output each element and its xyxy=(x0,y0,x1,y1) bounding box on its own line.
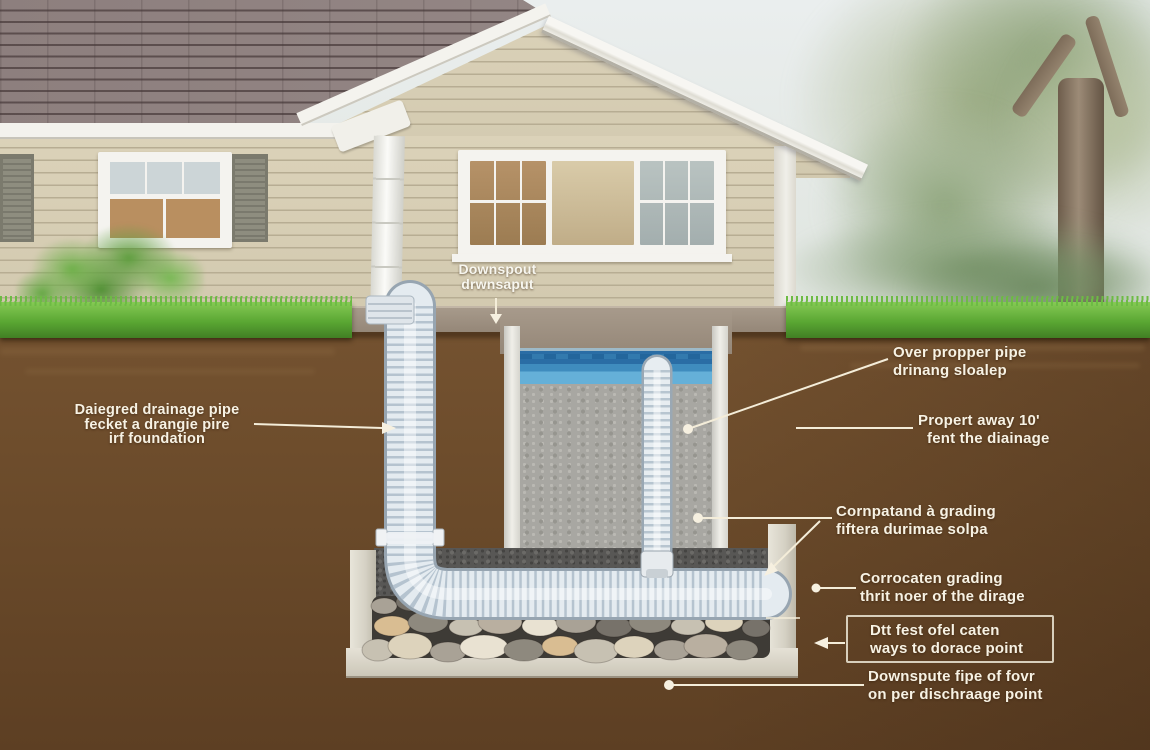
center-window-pane xyxy=(470,161,546,245)
label-foundation-pipe: Daiegred drainage pipe fecket a drangie … xyxy=(52,403,262,447)
soil-layer-line xyxy=(0,348,335,355)
foundation-wall xyxy=(500,306,732,354)
label-line: thrit noer of the dirage xyxy=(860,588,1025,605)
label-downspout: Downspout drwnsaput xyxy=(430,262,565,292)
window-muntin xyxy=(470,200,546,203)
downspout-foot xyxy=(365,295,415,325)
window-muntin xyxy=(520,161,522,245)
label-line: Dtt fest ofel caten xyxy=(870,622,1000,639)
label-catch-basin: Dtt fest ofel caten ways to dorace point xyxy=(846,615,1054,663)
soil-layer-line xyxy=(800,344,1145,351)
label-line: fent the diainage xyxy=(927,430,1050,447)
rock xyxy=(573,638,619,664)
label-line: Propert away 10' xyxy=(918,412,1040,429)
leader-lines xyxy=(253,298,913,690)
label-line: Daiegred drainage pipe xyxy=(74,402,240,418)
house-corner-trim xyxy=(774,146,796,320)
basement-wall-right xyxy=(712,326,728,556)
window-muntin xyxy=(640,200,714,203)
label-line: fiftera durimae solpa xyxy=(836,521,988,538)
window-shutter xyxy=(232,154,268,242)
center-window-pane xyxy=(552,161,634,245)
label-line: on per dischraage point xyxy=(868,686,1043,703)
label-slope-away: Propert away 10' fent the diainage xyxy=(918,412,1050,448)
soil-layer-line xyxy=(25,369,315,374)
rock xyxy=(387,632,433,660)
label-line: fecket a drangie pire xyxy=(84,416,230,433)
window-sill xyxy=(452,254,732,262)
basement-wall-left xyxy=(504,326,520,556)
label-line: Corrocaten grading xyxy=(860,570,1003,587)
rock xyxy=(741,618,771,638)
groundwater-layer xyxy=(520,348,712,386)
rock xyxy=(373,615,411,637)
center-window-pane xyxy=(640,161,714,245)
label-line: Cornpatand à grading xyxy=(836,503,996,520)
label-line: drinang sloalep xyxy=(893,362,1007,379)
rock xyxy=(613,635,655,659)
rock xyxy=(370,597,398,615)
grass-right xyxy=(786,296,1150,338)
window-muntin xyxy=(182,162,184,196)
drain-pipe xyxy=(384,280,792,620)
window-sash-bar xyxy=(110,194,220,199)
label-line: Over propper pipe xyxy=(893,344,1027,361)
label-corrugated-grading: Corrocaten grading thrit noer of the dir… xyxy=(860,570,1025,606)
label-pipe-slope: Over propper pipe drinang sloalep xyxy=(893,344,1026,380)
window-muntin xyxy=(145,162,147,196)
label-line: Downspute fipe of fovr xyxy=(868,668,1035,685)
rock xyxy=(541,635,579,657)
window-muntin xyxy=(663,161,665,245)
soil-layer-line xyxy=(850,363,1140,368)
rock xyxy=(683,633,729,659)
label-line: ways to dorace point xyxy=(870,640,1024,657)
label-line: Downspout xyxy=(458,261,537,277)
rock xyxy=(459,634,509,660)
interior-drain-pipe xyxy=(640,354,674,578)
rock xyxy=(503,638,545,662)
label-line: drwnsaput xyxy=(461,276,534,292)
window-muntin xyxy=(688,161,690,245)
grass-left xyxy=(0,296,352,338)
label-compacted-gravel: Cornpatand à grading fiftera durimae sol… xyxy=(836,503,996,539)
window-muntin xyxy=(494,161,496,245)
pipe-coupling xyxy=(375,528,445,547)
concrete-fill xyxy=(520,384,712,554)
eave-fascia xyxy=(0,123,352,139)
label-discharge-point: Downspute fipe of fovr on per dischraage… xyxy=(868,668,1043,704)
rock xyxy=(725,639,759,661)
label-line: irf foundation xyxy=(108,431,206,447)
